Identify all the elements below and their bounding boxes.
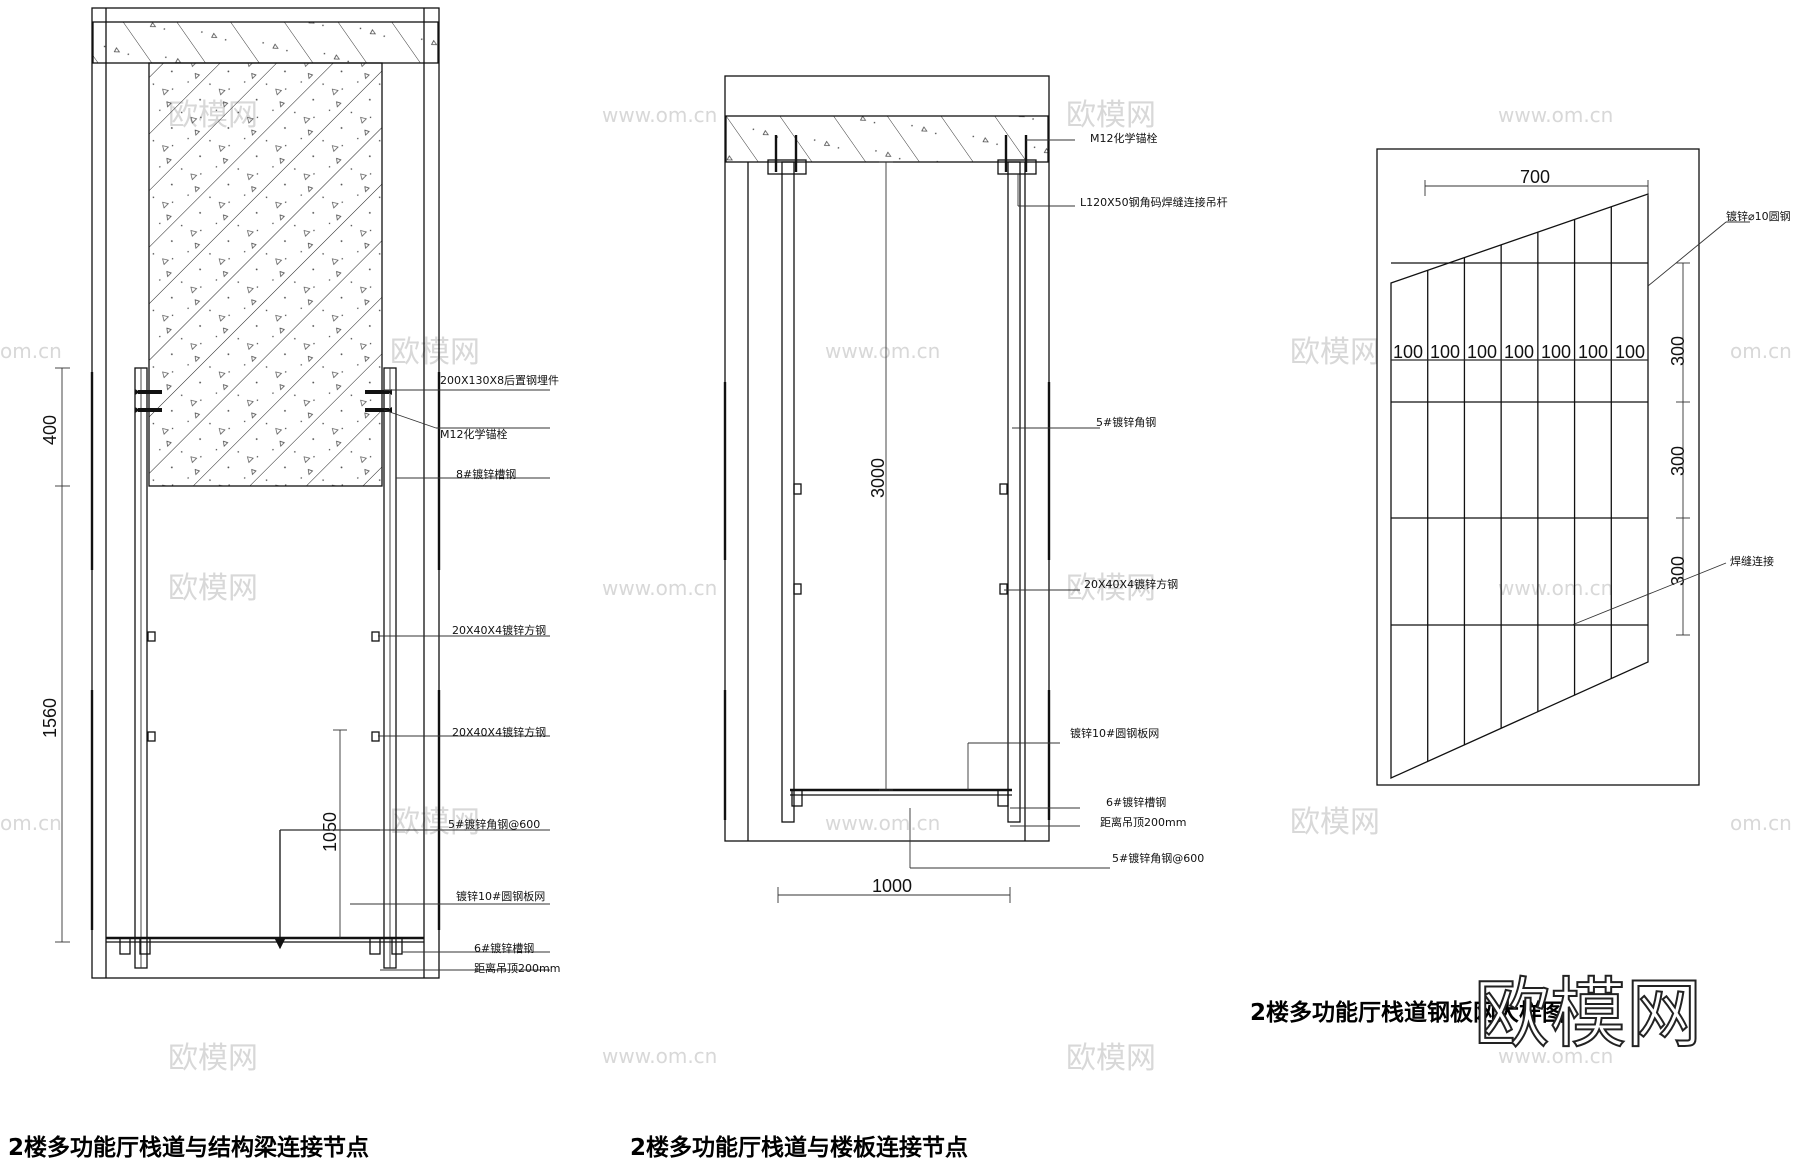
watermark-site: www.om.cn (1498, 103, 1613, 127)
square-tube (371, 631, 380, 642)
label-weld: 焊缝连接 (1730, 554, 1774, 568)
square-tube (793, 483, 802, 495)
square-tube (999, 483, 1008, 495)
label-chemical-anchor: M12化学锚栓 (440, 427, 508, 441)
beam-dim-1560: 1560 (40, 698, 60, 738)
mesh-detail: 700 100 100 100 100 100 100 100 300 300 … (1376, 148, 1791, 786)
mesh-outline (1390, 193, 1649, 780)
mesh-bay-dim: 100 (1578, 342, 1608, 362)
watermark-brand: 欧模网 (1066, 98, 1156, 133)
mesh-row-dim: 300 (1668, 446, 1688, 476)
label-square-tube: 20X40X4镀锌方钢 (1084, 577, 1178, 591)
square-tube (793, 583, 802, 595)
watermark-site: om.cn (1730, 339, 1792, 363)
watermark-site: www.om.cn (1498, 576, 1613, 600)
slab-connection-detail: 3000 1000 M12化学锚栓 L120X50钢角码焊缝连接吊杆 5#镀锌角… (723, 75, 1228, 903)
watermark-site: om.cn (1730, 811, 1792, 835)
label-square-tube: 20X40X4镀锌方钢 (452, 725, 546, 739)
slab-dim-1000: 1000 (872, 876, 912, 896)
mesh-row-dim: 300 (1668, 336, 1688, 366)
mesh-dim-700: 700 (1520, 167, 1550, 187)
watermark-site: www.om.cn (825, 811, 940, 835)
watermark-site: www.om.cn (602, 103, 717, 127)
square-tube (147, 631, 156, 642)
slab-dim-3000: 3000 (868, 458, 888, 498)
watermark-brand: 欧模网 (390, 805, 480, 840)
beam-leaders (280, 389, 550, 971)
watermark-site: www.om.cn (602, 1044, 717, 1068)
mesh-bay-dim: 100 (1430, 342, 1460, 362)
watermark-site: om.cn (0, 339, 62, 363)
mesh-row-dim: 300 (1668, 556, 1688, 586)
title-beam-node: 2楼多功能厅栈道与结构梁连接节点 (8, 1134, 369, 1161)
leader-line (1647, 221, 1727, 287)
beam-connection-detail: 400 1560 1050 200X130X8后置钢埋件 M12化学锚栓 8#镀… (40, 7, 560, 979)
label-channel-6: 6#镀锌槽钢 (1106, 795, 1166, 809)
watermark-brand: 欧模网 (168, 571, 258, 606)
floor-slab (725, 115, 1049, 163)
label-angle-5: 5#镀锌角钢 (1096, 415, 1156, 429)
watermark-site: www.om.cn (1498, 1044, 1613, 1068)
slab-section (92, 21, 439, 64)
label-steel-mesh: 镀锌10#圆钢板网 (1070, 726, 1159, 740)
mesh-bay-dim: 100 (1467, 342, 1497, 362)
mesh-bay-dim: 100 (1504, 342, 1534, 362)
square-tube (999, 583, 1008, 595)
mesh-frame (1376, 148, 1700, 786)
label-angle-600: 5#镀锌角钢@600 (448, 817, 540, 831)
label-rod: 镀锌⌀10圆钢 (1726, 209, 1791, 223)
label-embed-plate: 200X130X8后置钢埋件 (440, 374, 559, 387)
label-ceiling-clearance: 距离吊顶200mm (1100, 815, 1186, 829)
beam-dim-1050: 1050 (320, 812, 340, 852)
watermark-brand: 欧模网 (1290, 335, 1380, 370)
mesh-grid (1391, 206, 1648, 762)
anchor-bolts (135, 389, 392, 413)
label-channel-8: 8#镀锌槽钢 (456, 467, 516, 481)
label-chemical-anchor: M12化学锚栓 (1090, 131, 1158, 145)
mesh-bay-dim: 100 (1541, 342, 1571, 362)
title-slab-node: 2楼多功能厅栈道与楼板连接节点 (630, 1134, 968, 1161)
watermark-site: om.cn (0, 811, 62, 835)
leader-line (1571, 562, 1727, 626)
slab-walkway-floor (790, 788, 1012, 807)
watermark-brand: 欧模网 (1066, 571, 1156, 606)
label-steel-mesh: 镀锌10#圆钢板网 (456, 889, 545, 903)
slab-anchor-brackets (767, 135, 1037, 175)
square-tube (371, 731, 380, 742)
left-hanger (781, 161, 795, 823)
title-mesh-detail: 2楼多功能厅栈道钢板网大样图 (1250, 999, 1565, 1026)
label-square-tube: 20X40X4镀锌方钢 (452, 623, 546, 637)
slab-leaders (909, 139, 1110, 869)
watermark-brand: 欧模网 (1066, 1041, 1156, 1076)
walkway-floor (106, 936, 424, 955)
watermark-site: www.om.cn (602, 576, 717, 600)
watermark-brand: 欧模网 (168, 1041, 258, 1076)
label-channel-6: 6#镀锌槽钢 (474, 941, 534, 955)
mesh-dimension-lines (1391, 180, 1690, 636)
label-ceiling-clearance: 距离吊顶200mm (474, 961, 560, 975)
label-angle-600: 5#镀锌角钢@600 (1112, 851, 1204, 865)
right-hanger (1007, 161, 1021, 823)
mesh-bay-dim: 100 (1393, 342, 1423, 362)
watermark-brand: 欧模网 (1290, 805, 1380, 840)
watermark-brand: 欧模网 (390, 335, 480, 370)
concrete-beam (148, 62, 383, 487)
label-angle-hanger: L120X50钢角码焊缝连接吊杆 (1080, 195, 1228, 209)
slab-dimension-lines (777, 161, 1011, 903)
square-tube (147, 731, 156, 742)
mesh-bay-dim: 100 (1615, 342, 1645, 362)
watermark-layer: 欧模网 欧模网 欧模网 欧模网 欧模网 欧模网 欧模网 欧模网 欧模网 欧模网 … (0, 98, 1792, 1076)
beam-dim-400: 400 (40, 415, 60, 445)
watermark-site: www.om.cn (825, 339, 940, 363)
brand-logo: 欧模网 (1474, 969, 1702, 1058)
